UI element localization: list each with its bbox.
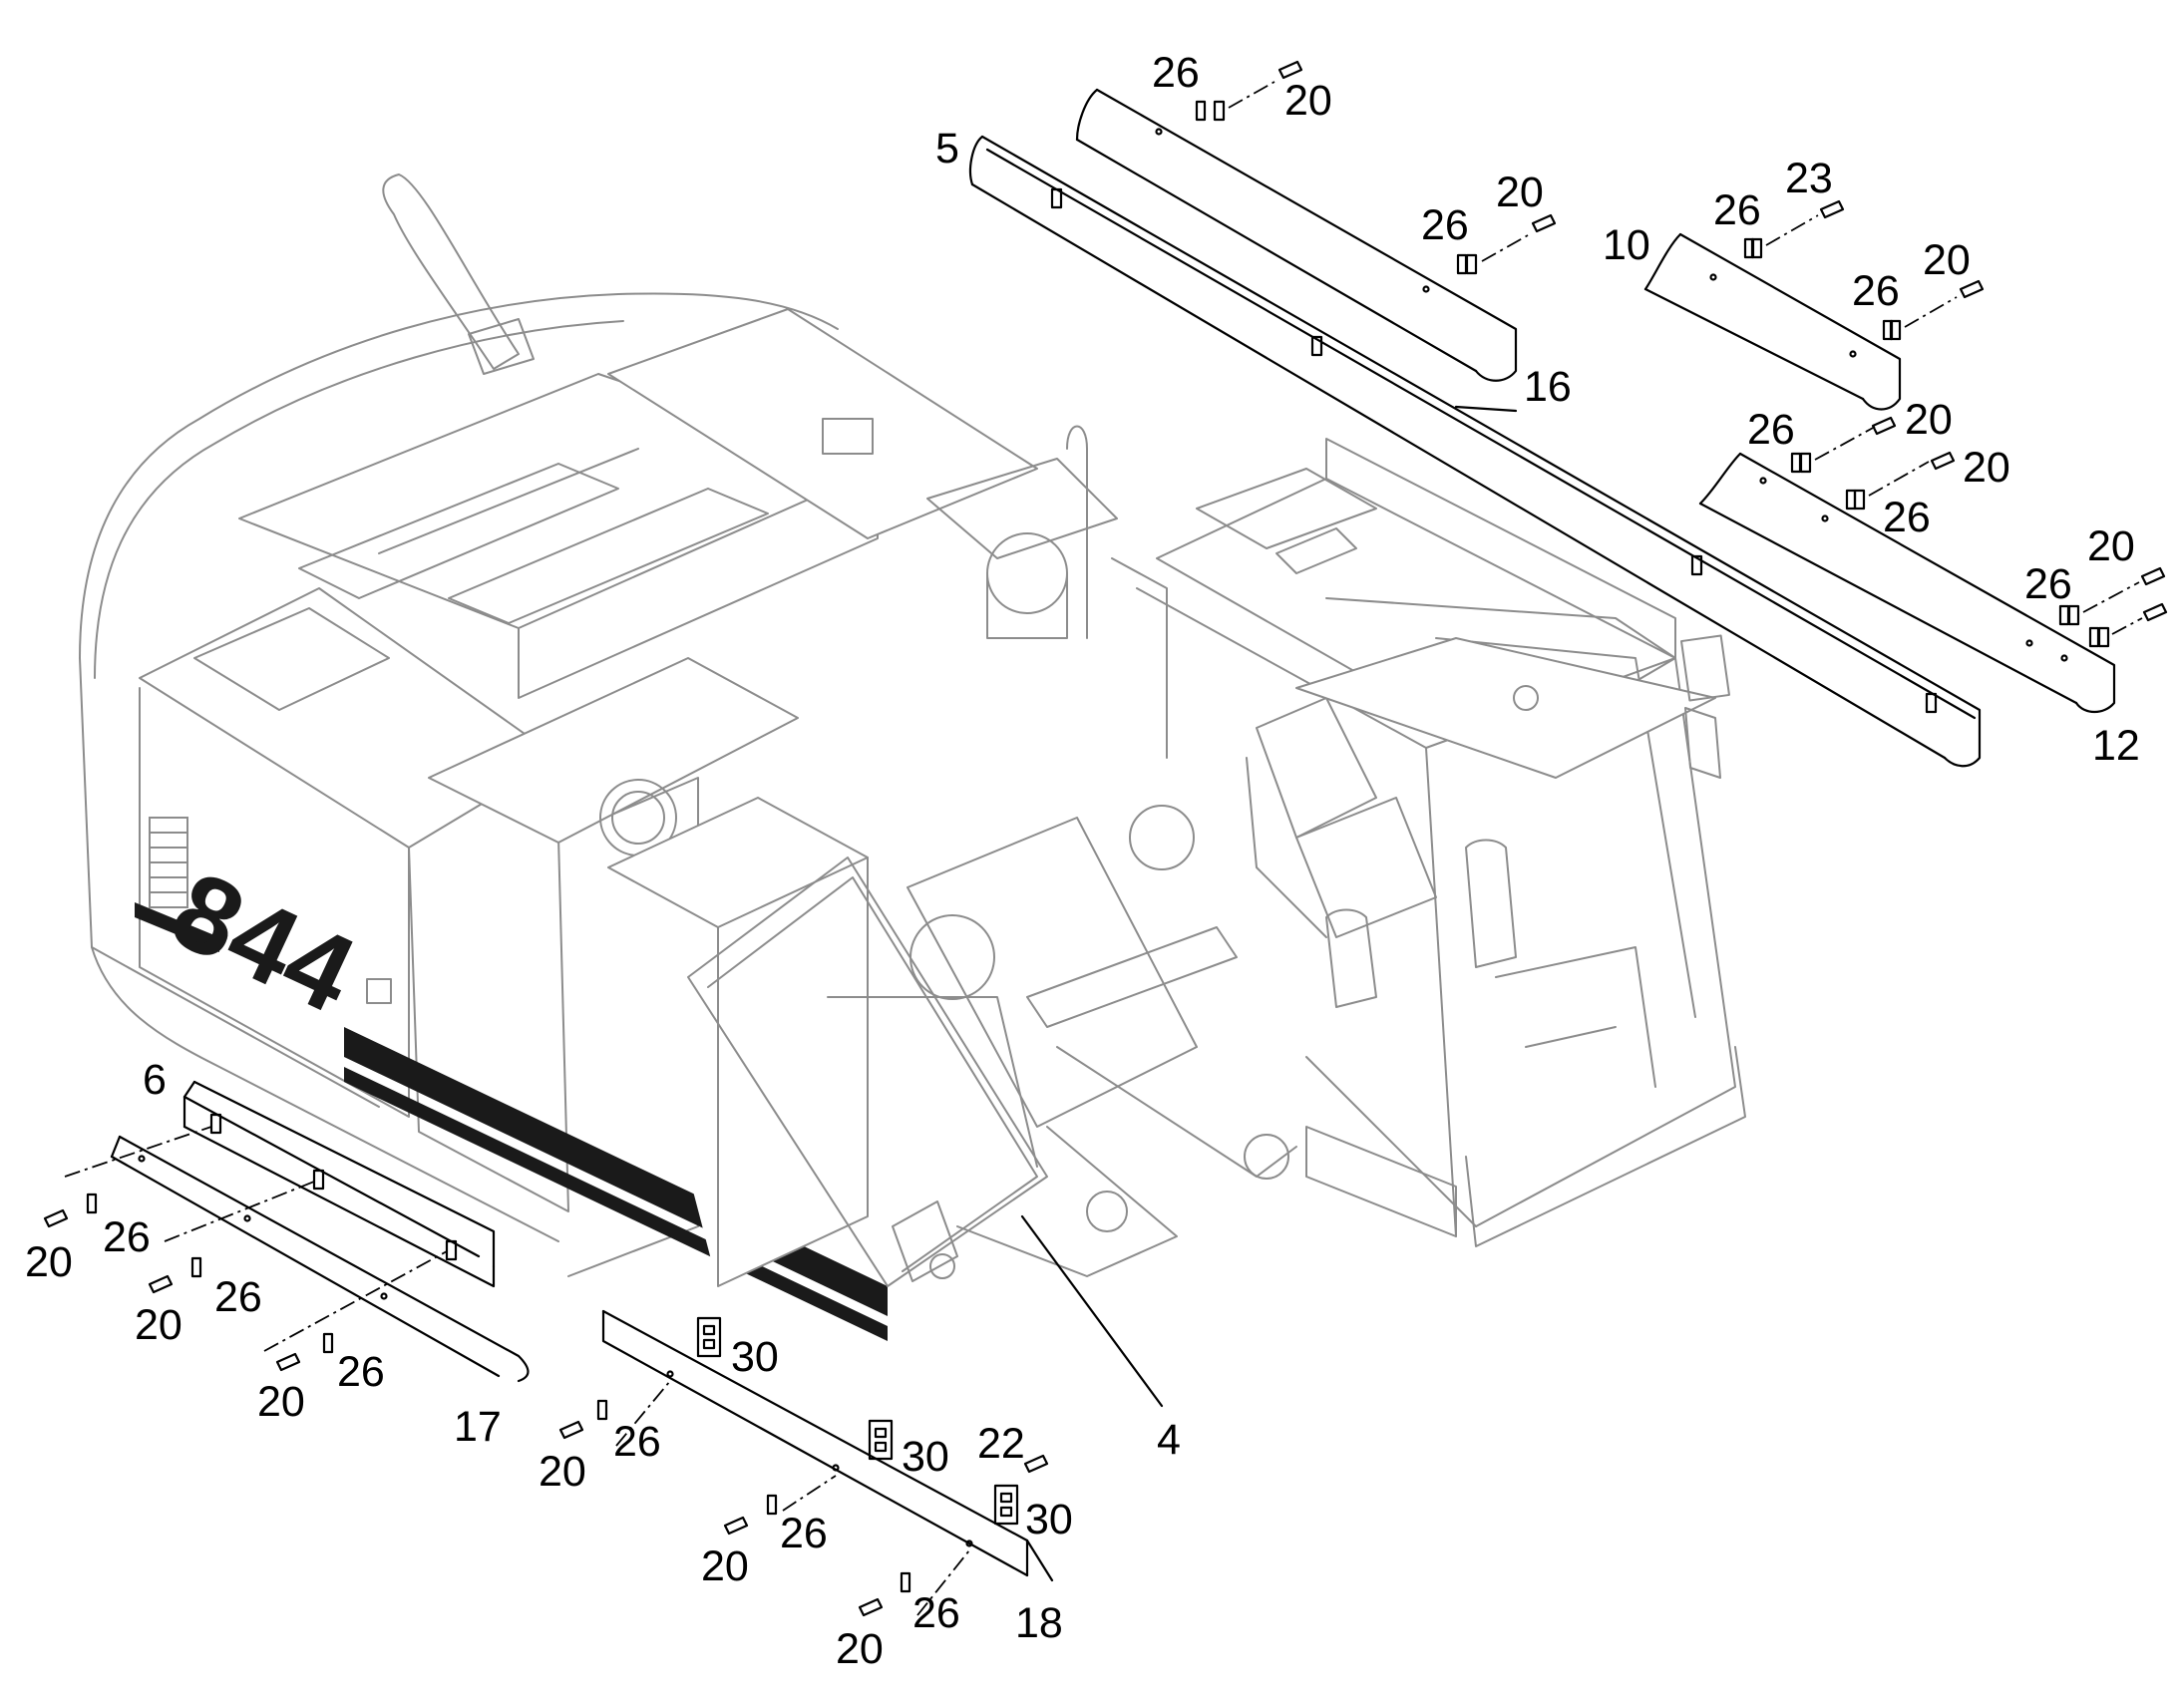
- machine-body: 844: [79, 173, 1746, 1341]
- callout-6: 6: [143, 1056, 167, 1104]
- part-5-long-rail: [968, 135, 1982, 768]
- callout-labels: 26 20 5 20 26 23 26 10 20 26 16 26 20 20…: [25, 49, 2140, 1673]
- callout-26: 26: [337, 1348, 385, 1396]
- callout-20: 20: [25, 1238, 73, 1286]
- callout-5: 5: [935, 125, 959, 172]
- callout-20: 20: [1905, 396, 1953, 444]
- callout-26: 26: [1421, 201, 1469, 249]
- part-30-pads: [696, 1316, 1019, 1526]
- callout-26: 26: [1883, 494, 1931, 541]
- callout-26: 26: [214, 1273, 262, 1321]
- callout-4: 4: [1157, 1416, 1181, 1464]
- callout-20: 20: [1963, 444, 2010, 492]
- part-12-rail: [1698, 426, 2143, 714]
- callout-22: 22: [977, 1420, 1025, 1468]
- callout-30: 30: [1025, 1496, 1073, 1543]
- washers: [86, 100, 2100, 1593]
- callout-26: 26: [1747, 406, 1795, 454]
- callout-20: 20: [539, 1448, 586, 1496]
- callout-20: 20: [1496, 169, 1544, 216]
- callout-20: 20: [1923, 236, 1971, 284]
- callout-26: 26: [1852, 267, 1900, 315]
- part-16-rail: [1075, 81, 1529, 382]
- part-6-rail: [182, 1080, 496, 1288]
- callout-20: 20: [701, 1542, 749, 1590]
- callout-20: 20: [257, 1378, 305, 1426]
- callout-26: 26: [1152, 49, 1200, 97]
- callout-26: 26: [1713, 186, 1761, 234]
- callout-10: 10: [1603, 221, 1650, 269]
- callout-16: 16: [1524, 363, 1572, 411]
- callout-30: 30: [902, 1433, 949, 1481]
- callout-26: 26: [2024, 560, 2072, 608]
- callout-18: 18: [1015, 1599, 1063, 1647]
- part-10-rail: [1643, 214, 1958, 411]
- callout-23: 23: [1785, 155, 1833, 202]
- leader-line-part-4: [1020, 1214, 1164, 1408]
- callout-26: 26: [103, 1213, 151, 1261]
- side-grille: [149, 817, 188, 908]
- part-18-rail: [601, 1309, 1054, 1616]
- bolts: [43, 60, 2168, 1617]
- callout-26: 26: [780, 1510, 828, 1557]
- callout-20: 20: [1284, 77, 1332, 125]
- callout-30: 30: [731, 1333, 779, 1381]
- part-17-rail: [64, 1126, 530, 1383]
- callout-26: 26: [912, 1589, 960, 1637]
- callout-20: 20: [135, 1301, 182, 1349]
- callout-26: 26: [613, 1418, 661, 1466]
- callout-12: 12: [2092, 722, 2140, 770]
- callout-17: 17: [454, 1403, 502, 1451]
- callout-20: 20: [836, 1625, 884, 1673]
- callout-20: 20: [2087, 522, 2135, 570]
